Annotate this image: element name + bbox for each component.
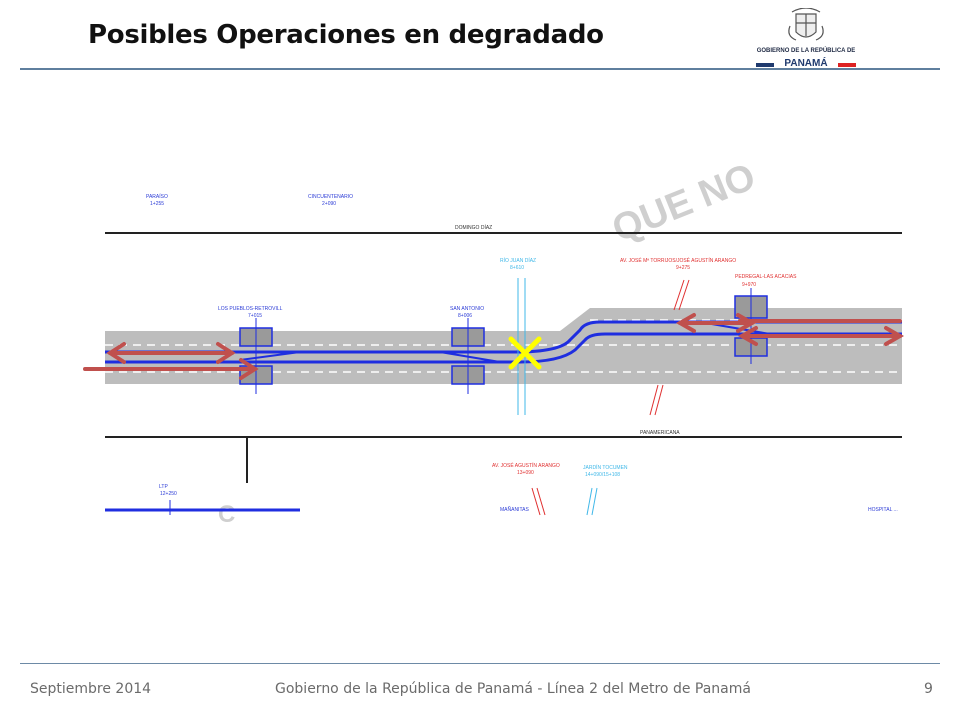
operation-arrows-left <box>83 342 259 380</box>
red-tie-2 <box>678 279 690 311</box>
station-label-s4: AV. JOSÉ Mª TORRIJOS/JOSÉ AGUSTÍN ARANGO <box>620 257 736 264</box>
station-pk-cincuentenario: 2+090 <box>322 201 336 207</box>
arrow-right-lower-head-left <box>737 326 758 346</box>
station-pk-s8: 12+250 <box>160 491 177 497</box>
logo-bar-red <box>838 63 856 67</box>
footer-divider <box>20 663 940 664</box>
station-label-s3: RÍO JUAN DÍAZ <box>500 257 536 264</box>
arrow-right-middle-head-left <box>675 313 696 333</box>
footer-date: Septiembre 2014 <box>30 681 152 697</box>
watermark-bottom: C <box>218 501 235 528</box>
track-upper <box>105 320 902 354</box>
red-tie-1 <box>673 279 685 311</box>
red-tie-6 <box>536 487 546 516</box>
station-label-paraiso: PARAÍSO <box>146 193 168 200</box>
red-tie-4 <box>654 384 664 416</box>
arrow-left-upper-head-left <box>106 342 126 364</box>
road-top-label: DOMINGO DÍAZ <box>455 224 492 231</box>
track-lower <box>105 332 902 364</box>
arrow-right-lower-head-right <box>884 326 905 346</box>
station-label-s8: LTP <box>159 484 168 490</box>
station-pk-paraiso: 1+255 <box>150 201 164 207</box>
station-pk-s5: 9+970 <box>742 282 756 288</box>
station-label-s1: LOS PUEBLOS-RETROVILL <box>218 306 283 312</box>
page-number: 9 <box>924 681 933 697</box>
station-los-pueblos <box>239 318 273 394</box>
logo-text-line1: GOBIERNO DE LA REPÚBLICA DE <box>756 48 856 54</box>
footer-organization: Gobierno de la República de Panamá - Lín… <box>275 681 751 697</box>
logo-bar-blue <box>756 63 774 67</box>
station-pk-s7: 14+090/15+108 <box>585 472 620 478</box>
station-label-s9: MAÑANITAS <box>500 506 529 513</box>
cross-icon <box>508 336 542 370</box>
roadway-band <box>105 331 902 384</box>
page-title: Posibles Operaciones en degradado <box>88 20 604 50</box>
station-label-s2: SAN ANTONIO <box>450 306 484 312</box>
station-san-antonio <box>451 318 485 394</box>
red-tie-3 <box>649 384 659 416</box>
crossover-1 <box>239 351 301 361</box>
station-pk-s1: 7+015 <box>248 313 262 319</box>
title-divider <box>20 68 940 70</box>
cyan-tie-1 <box>586 487 593 516</box>
road-bottom-label: PANAMERICANA <box>640 430 680 436</box>
station-pedregal <box>734 288 768 364</box>
crossover-2 <box>439 351 501 363</box>
station-pk-s6: 13+090 <box>517 470 534 476</box>
station-label-s6: AV. JOSÉ AGUSTÍN ARANGO <box>492 462 560 469</box>
station-label-s10: HOSPITAL ... <box>868 507 898 513</box>
operation-arrows-right <box>675 313 905 346</box>
coat-of-arms-icon <box>788 7 824 41</box>
arrow-left-upper-head-right <box>216 342 236 364</box>
government-logo: GOBIERNO DE LA REPÚBLICA DE PANAMÁ <box>750 7 862 72</box>
station-label-cincuentenario: CINCUENTENARIO <box>308 194 353 200</box>
cyan-tie-2 <box>591 487 598 516</box>
station-pk-s3: 8+610 <box>510 265 524 271</box>
arrow-right-middle-head-right <box>736 313 757 333</box>
arrow-left-lower-head <box>239 358 259 380</box>
logo-text-line2: PANAMÁ <box>784 58 828 69</box>
station-label-s5: PEDREGAL-LAS ACACIAS <box>735 274 797 280</box>
station-label-s7: JARDÍN TOCUMEN <box>583 464 628 471</box>
station-pk-s2: 8+006 <box>458 313 472 319</box>
red-tie-5 <box>531 487 541 516</box>
station-pk-s4: 9+275 <box>676 265 690 271</box>
